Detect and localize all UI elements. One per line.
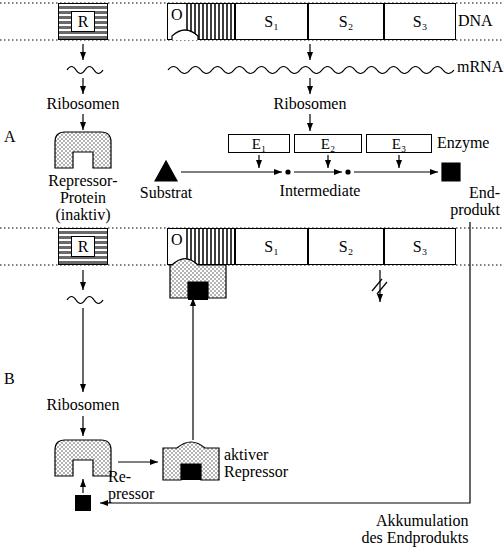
diagram-label: Ribosomen — [38, 95, 128, 112]
pathway-arrow — [181, 171, 282, 172]
corepressor-square — [181, 464, 201, 480]
endproduct-square — [75, 495, 91, 511]
repressor-node: aktiver Repressor — [163, 440, 219, 480]
node-text: Repressor- Protein (inaktiv) — [47, 172, 119, 223]
gene-box: S₃ — [384, 3, 456, 40]
node-text: E₂ — [321, 136, 335, 152]
flow-arrow — [82, 308, 83, 392]
inactive-repressor — [55, 440, 111, 476]
gene-box: S₂ — [308, 3, 384, 40]
node-text: S₃ — [413, 238, 427, 255]
diagram-label: DNA — [458, 12, 504, 29]
endproduct-square-outline — [442, 163, 460, 181]
flow-arrow — [82, 44, 83, 60]
node-text: End- produkt — [440, 184, 500, 218]
substrate-node: Substrat — [155, 161, 177, 181]
node-text: E₁ — [252, 136, 266, 152]
substrate-triangle-outline — [155, 161, 177, 181]
flow-arrow — [118, 461, 158, 462]
flow-arrow — [309, 114, 310, 131]
mrna-wave — [168, 67, 454, 74]
node-text: O — [171, 6, 183, 23]
flow-arrow — [82, 270, 83, 290]
node-text: Substrat — [136, 184, 196, 201]
diagram-label: Akkumulation des Endprodukts — [360, 512, 469, 546]
intermediate-dot — [345, 169, 350, 174]
gene-box: R — [58, 228, 108, 265]
node-text: S₂ — [339, 238, 353, 255]
node-text: S₁ — [264, 238, 278, 255]
binding-arrow — [192, 298, 193, 440]
dna-strand — [0, 227, 504, 228]
flow-arrow — [82, 416, 83, 436]
feedback-line — [100, 222, 470, 503]
operator-box: O — [167, 228, 235, 298]
node-text: aktiver Repressor — [224, 446, 304, 480]
flow-arrow — [82, 479, 83, 493]
diagram-label: Ribosomen — [38, 396, 128, 413]
substrate-triangle — [155, 161, 177, 181]
node-text: R — [71, 11, 96, 32]
dna-strand — [0, 2, 504, 3]
diagram-label: Enzyme — [437, 134, 504, 151]
endproduct-square — [442, 163, 460, 181]
diagram-label: Intermediate — [272, 182, 368, 199]
intermediate-dot — [285, 169, 290, 174]
node-text: O — [171, 231, 183, 248]
endproduct-node: End- produkt — [442, 163, 460, 181]
operator-notch — [172, 30, 198, 40]
dna-strand — [0, 39, 504, 40]
active-repressor — [163, 440, 219, 480]
gene-box: S₂ — [308, 228, 384, 265]
mrna-wave — [67, 67, 103, 74]
blocked-arrow — [379, 270, 380, 302]
operator-box: O — [167, 3, 235, 40]
operator-stripes: O — [167, 228, 235, 265]
node-text: S₂ — [339, 13, 353, 30]
pathway-arrow — [294, 171, 342, 172]
gene-box: E₁ — [228, 134, 290, 153]
gene-box: S₃ — [384, 228, 456, 265]
bound-repressor — [170, 259, 226, 299]
catalysis-arrow — [258, 155, 259, 168]
flow-arrow — [309, 44, 310, 60]
flow-arrow — [309, 78, 310, 94]
diagram-label: B — [4, 370, 24, 387]
gene-box: E₂ — [294, 134, 362, 153]
diagram-label: A — [4, 128, 24, 145]
node-text: E₃ — [392, 136, 406, 152]
corepressor-square — [188, 282, 208, 300]
gene-box: S₁ — [235, 228, 308, 265]
block-slash — [372, 279, 382, 291]
diagram-label: mRNA — [457, 58, 504, 75]
diagram-label: Re- pressor — [108, 468, 160, 502]
gene-box: R — [58, 3, 108, 40]
gene-box: S₁ — [235, 3, 308, 40]
gene-box: E₃ — [366, 134, 432, 153]
node-text: S₁ — [264, 13, 278, 30]
node-text: S₃ — [413, 13, 427, 30]
pathway-arrow — [354, 171, 438, 172]
diagram-label: Ribosomen — [265, 95, 355, 112]
catalysis-arrow — [327, 155, 328, 168]
repressor-node: Repressor- Protein (inaktiv) — [55, 132, 111, 168]
mrna-wave — [67, 297, 103, 304]
active-repressor-outline — [163, 442, 219, 480]
catalysis-arrow — [398, 155, 399, 168]
flow-arrow — [82, 114, 83, 130]
block-slash — [377, 282, 387, 294]
operator-stripes: O — [167, 3, 235, 40]
flow-arrow — [82, 78, 83, 94]
dna-strand — [0, 264, 504, 265]
repressor-protein — [55, 132, 111, 168]
repressor-protein-outline — [55, 132, 111, 168]
node-text: R — [71, 236, 96, 257]
